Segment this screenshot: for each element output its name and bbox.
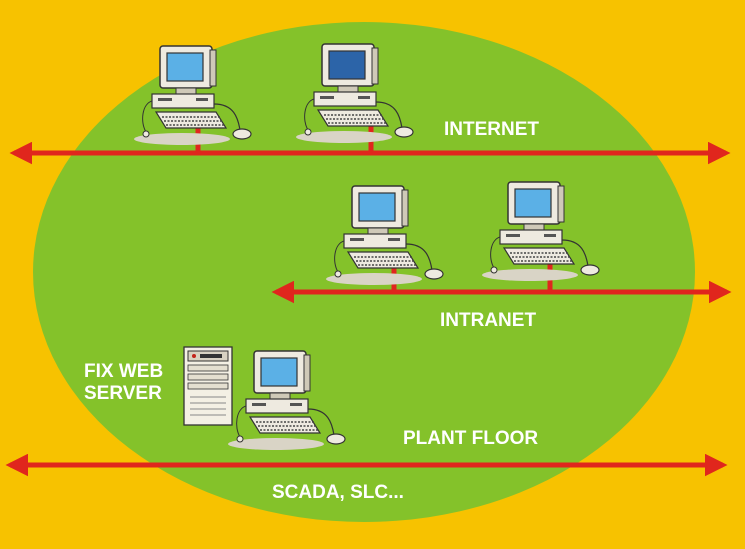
- computer-icon: [296, 43, 414, 143]
- plant-floor-label: PLANT FLOOR: [403, 428, 539, 449]
- intranet-label: INTRANET: [440, 310, 537, 331]
- internet-label: INTERNET: [444, 119, 539, 140]
- plant-floor-network: [5, 346, 728, 477]
- internet-network: [9, 43, 731, 165]
- web-server-icon: [183, 346, 233, 426]
- intranet-network: [271, 181, 732, 304]
- scada-label: SCADA, SLC...: [272, 482, 404, 503]
- web-server-label: FIX WEB SERVER: [84, 361, 164, 404]
